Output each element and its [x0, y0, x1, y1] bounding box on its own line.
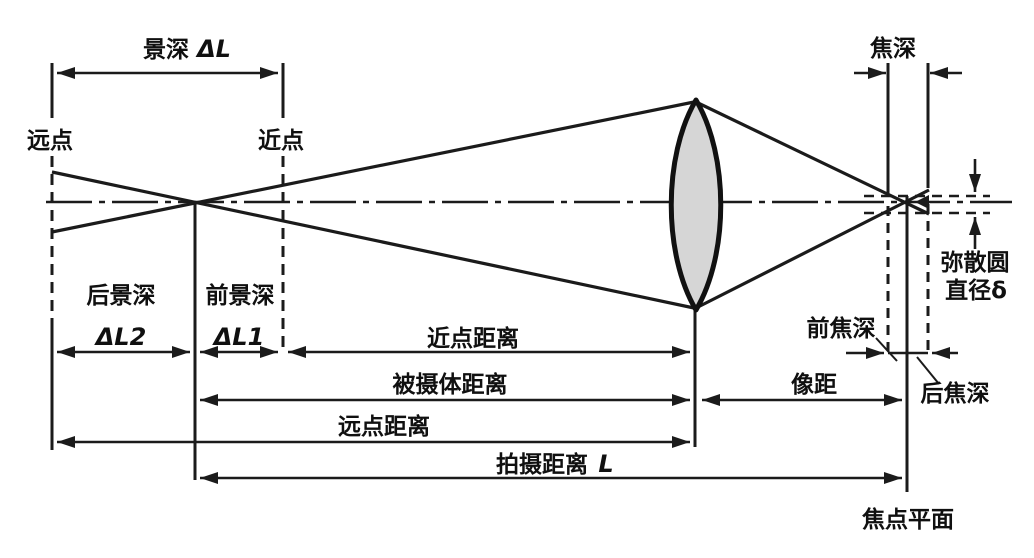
rear-dof-symbol-label: ΔL2	[94, 323, 147, 351]
shooting-distance-symbol-label: L	[598, 450, 613, 478]
shooting-distance-label: 拍摄距离	[496, 451, 588, 478]
front-focal-depth-leader	[875, 337, 898, 362]
far-point-label: 远点	[27, 128, 73, 154]
front-focal-depth-label: 前焦深	[807, 315, 876, 342]
ray-lens-top-to-focus	[695, 100, 930, 216]
image-distance-label: 像距	[791, 371, 837, 398]
rear-focal-depth-label: 后焦深	[921, 380, 990, 407]
rear-focal-depth-leader	[916, 356, 940, 385]
ray-lens-bottom-to-focus	[695, 188, 930, 310]
ray-farpoint-to-lens-bottom	[51, 170, 695, 310]
dof-symbol-label: ΔL	[195, 35, 231, 63]
focus-point-marker	[915, 195, 929, 209]
coc-label-line2: 直径δ	[945, 277, 1007, 304]
ray-farpoint-to-lens-top	[51, 100, 695, 234]
front-dof-label: 前景深	[206, 282, 275, 309]
coc-label-line1: 弥散圆	[941, 249, 1010, 276]
subject-distance-label: 被摄体距离	[393, 371, 508, 398]
near-distance-label: 近点距离	[427, 325, 519, 352]
near-point-label: 近点	[258, 128, 304, 154]
far-distance-label: 远点距离	[338, 413, 430, 440]
focal-depth-label: 焦深	[870, 35, 916, 62]
lens	[668, 97, 724, 313]
focal-plane-label: 焦点平面	[862, 506, 954, 533]
front-dof-symbol-label: ΔL1	[212, 323, 265, 351]
rear-dof-label: 后景深	[87, 283, 156, 309]
dof-label: 景深	[143, 37, 189, 63]
